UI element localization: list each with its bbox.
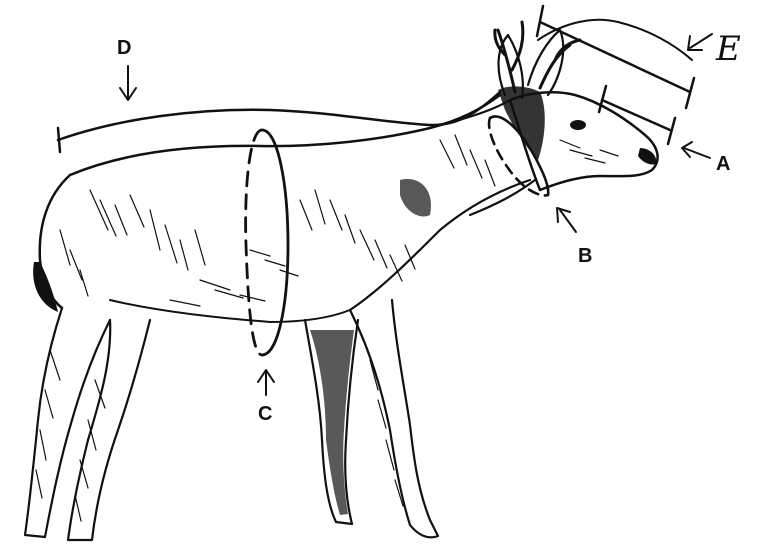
a-length-line (602, 100, 670, 130)
e-start-tick (537, 6, 543, 36)
deer-shoulder-shading (400, 179, 431, 216)
d-end-tick (58, 128, 60, 152)
measurement-a-head-length: A (599, 86, 730, 175)
fur-hatching (36, 135, 618, 521)
label-d: D (117, 37, 131, 59)
b-arrow-shaft (560, 210, 576, 232)
deer-ear-right (528, 30, 563, 95)
deer-nose (638, 148, 656, 165)
label-b: B (578, 245, 592, 267)
d-length-line (58, 92, 500, 140)
label-e: E (715, 29, 741, 69)
a-end-tick (668, 118, 675, 144)
deer-neck-shading (498, 86, 545, 160)
e-end-tick (686, 78, 694, 108)
deer-front-leg-right (350, 300, 438, 537)
deer-illustration (25, 22, 658, 540)
deer-tail (33, 262, 58, 312)
deer-hind-leg-right (68, 320, 150, 540)
deer-eye (570, 120, 586, 130)
label-c: C (258, 403, 272, 425)
a-arrow-shaft (684, 148, 710, 158)
measurement-c-girth: C (246, 130, 288, 425)
label-a: A (716, 153, 730, 175)
measurement-d-back-length: D (58, 37, 500, 152)
deer-belly-outline (110, 300, 350, 322)
e-arrow-shaft (690, 34, 712, 48)
deer-back-outline (70, 95, 500, 175)
